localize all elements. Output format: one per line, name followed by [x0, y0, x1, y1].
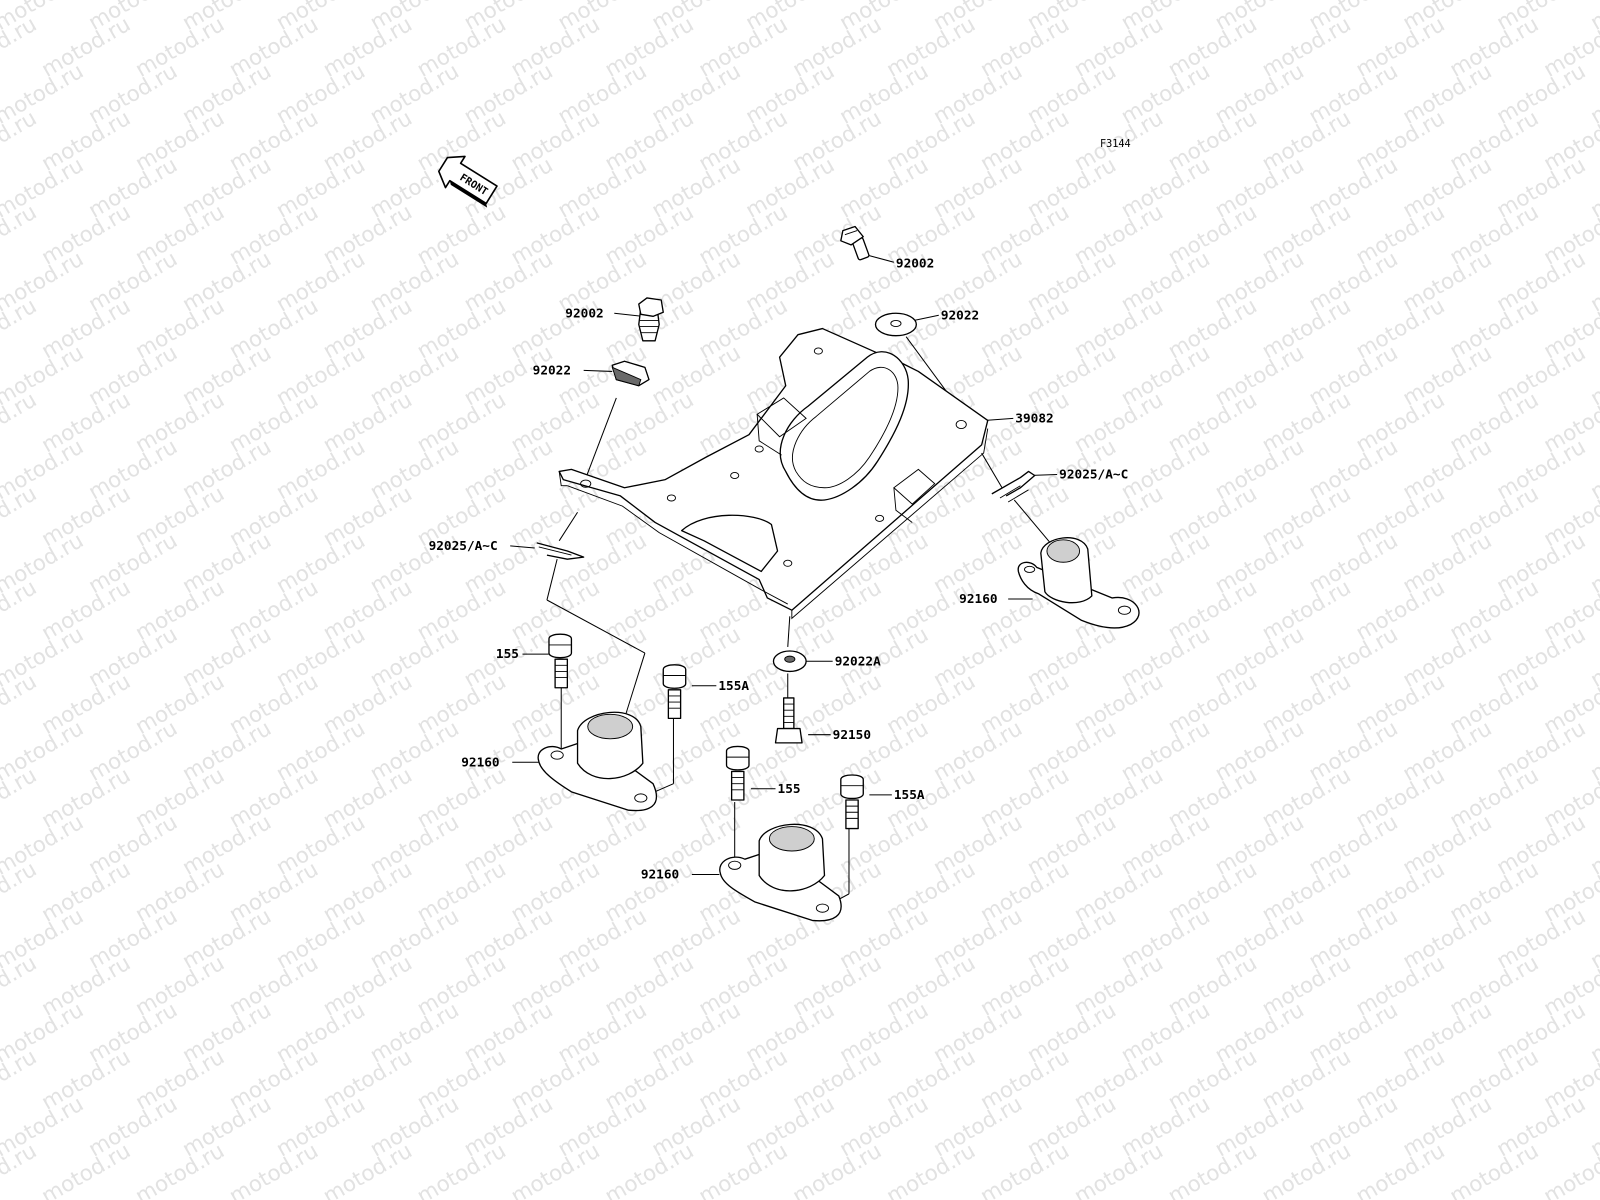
watermark-text: motod.ru — [1586, 998, 1600, 1069]
watermark-text: motod.ru — [1586, 59, 1600, 130]
engine-mount-right — [1017, 537, 1140, 629]
stud-92150 — [774, 697, 803, 744]
bolt-92002-right — [840, 225, 870, 261]
watermark-text: motod.ru — [1352, 1139, 1450, 1200]
callout-39082: 39082 — [1015, 411, 1053, 426]
callout-92022-right: 92022 — [941, 308, 979, 323]
callout-92022a: 92022A — [835, 654, 881, 669]
watermark-text: motod.ru — [882, 1139, 980, 1200]
bolt-155-left — [548, 633, 573, 689]
clip-92025-left — [536, 542, 585, 560]
watermark-text: motod.ru — [601, 1139, 699, 1200]
washer-92022-left — [611, 360, 650, 387]
watermark-text: motod.ru — [788, 1139, 886, 1200]
bracket-plate — [558, 327, 989, 620]
callout-labels: 92002 92002 92022 92022 39082 92025/A~C … — [429, 256, 1129, 882]
callout-92150: 92150 — [833, 728, 871, 743]
bolt-155a-bottom — [840, 774, 864, 830]
callout-92022-left: 92022 — [533, 363, 571, 378]
clip-92025-right — [991, 470, 1036, 503]
callout-155-left: 155 — [496, 647, 519, 662]
watermark-text: motod.ru — [976, 1139, 1074, 1200]
watermark-text: motod.ru — [1586, 247, 1600, 318]
watermark-text: motod.ru — [1586, 622, 1600, 693]
watermark-text: motod.ru — [1586, 528, 1600, 599]
callout-92160-left: 92160 — [461, 755, 499, 770]
figure-code: F3144 — [1100, 139, 1131, 150]
watermark-text: motod.ru — [1586, 341, 1600, 412]
watermark-text: motod.ru — [1586, 1092, 1600, 1163]
watermark-text: motod.ru — [1586, 153, 1600, 224]
watermark-text: motod.ru — [1586, 434, 1600, 505]
callout-155a-bottom: 155A — [894, 788, 925, 803]
watermark-text: motod.ru — [225, 1139, 323, 1200]
callout-155-bottom: 155 — [778, 782, 801, 797]
callout-92002-right: 92002 — [896, 256, 934, 271]
bolt-92002-left — [638, 297, 664, 342]
watermark-text: motod.ru — [1586, 716, 1600, 787]
watermark-text: motod.ru — [1164, 1139, 1262, 1200]
watermark-text: motod.ru — [131, 1139, 229, 1200]
leader-lines — [510, 254, 1058, 909]
watermark-text: motod.ru — [37, 1139, 135, 1200]
watermark-text: motod.ru — [1070, 1139, 1168, 1200]
watermark-text: motod.ru — [1446, 1139, 1544, 1200]
bolt-155-bottom — [725, 745, 750, 801]
callout-92160-right: 92160 — [959, 592, 997, 607]
watermark-text: motod.ru — [507, 1139, 605, 1200]
bolt-155a-left — [662, 664, 687, 720]
washer-92022a — [772, 650, 807, 673]
callout-92160-bottom: 92160 — [641, 868, 679, 883]
washer-92022-right — [874, 312, 917, 337]
callout-92025-left: 92025/A~C — [429, 539, 498, 554]
callout-155a-left: 155A — [718, 679, 749, 694]
callout-92025-right: 92025/A~C — [1059, 468, 1128, 483]
watermark-text: motod.ru — [319, 1139, 417, 1200]
callout-92002-left: 92002 — [565, 306, 603, 321]
watermark-text: motod.ru — [695, 1139, 793, 1200]
watermark-text: motod.ru — [413, 1139, 511, 1200]
engine-mount-bottom — [719, 823, 842, 922]
watermark-text: motod.ru — [1586, 810, 1600, 881]
watermark-text: motod.ru — [1586, 904, 1600, 975]
watermark-text: motod.ru — [1258, 1139, 1356, 1200]
engine-mount-left — [537, 711, 658, 812]
